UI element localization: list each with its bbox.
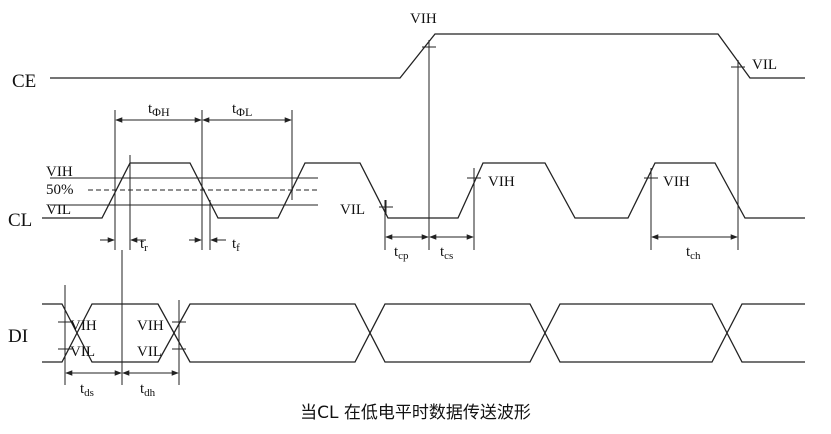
cl-tick-vih-1 [467, 171, 481, 185]
di-label: DI [8, 326, 28, 347]
t-phi-l-label: tΦL [232, 101, 252, 119]
cl-fifty-label: 50% [46, 182, 74, 198]
t-cs-label: tcs [440, 244, 453, 262]
t-ch-label: tch [686, 244, 701, 262]
di-vil-label-right: VIL [137, 344, 162, 360]
cl-vih-edge-label-1: VIH [488, 174, 515, 190]
t-phi-h-label: tΦH [148, 101, 170, 119]
di-vil-label-left: VIL [70, 344, 95, 360]
di-vih-label-right: VIH [137, 318, 164, 334]
di-waveform-top [42, 303, 805, 363]
ce-label: CE [12, 71, 36, 92]
t-r-label: tr [140, 236, 148, 254]
cl-vih-edge-label-2: VIH [663, 174, 690, 190]
cl-tick-vil [379, 200, 393, 214]
t-f-label: tf [232, 236, 240, 254]
cl-vih-label: VIH [46, 164, 73, 180]
cl-vil-label: VIL [46, 202, 71, 218]
ce-waveform [50, 33, 805, 79]
di-waveform-bottom [42, 303, 805, 363]
diagram-caption: 当CL 在低电平时数据传送波形 [300, 403, 531, 423]
t-cp-label: tcp [394, 244, 409, 262]
di-vih-label-left: VIH [70, 318, 97, 334]
cl-label: CL [8, 210, 32, 231]
t-dh-label: tdh [140, 381, 156, 399]
cl-vil-edge-label: VIL [340, 202, 365, 218]
cl-waveform [42, 162, 805, 219]
ce-vil-label: VIL [752, 57, 777, 73]
cl-tick-vih-2 [644, 171, 658, 185]
ce-vih-label: VIH [410, 11, 437, 27]
t-ds-label: tds [80, 381, 94, 399]
